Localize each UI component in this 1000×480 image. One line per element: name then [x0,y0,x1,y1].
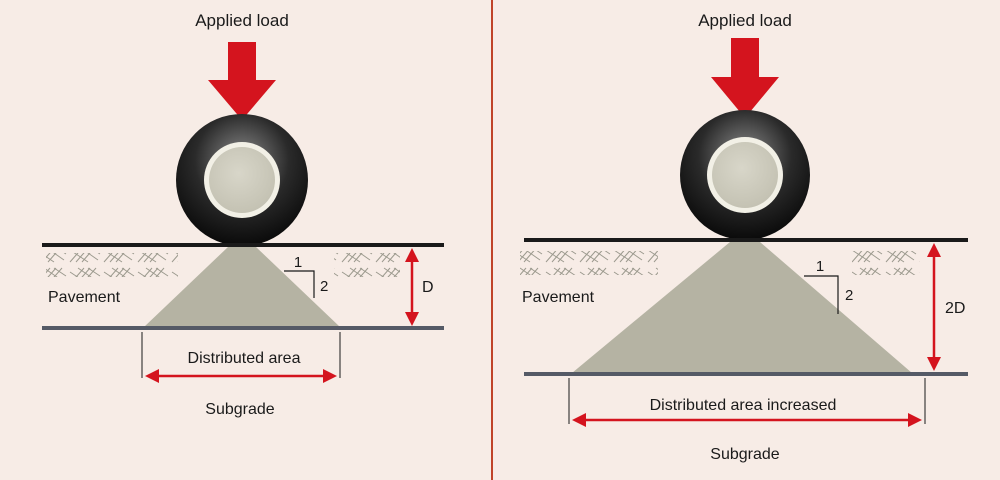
left-load-arrow [208,42,276,120]
right-slope-run: 1 [816,258,824,275]
left-hub [209,147,275,213]
right-pavement-hatch [520,251,658,275]
right-load-arrow [711,38,779,118]
left-slope-indicator [284,270,315,298]
left-area-arrow-head-right [323,369,337,383]
right-pavement-label: Pavement [522,289,595,306]
left-subgrade-label: Subgrade [205,401,274,418]
left-depth-arrow-head-top [405,248,419,262]
left-load-label: Applied load [195,11,289,30]
left-pavement-hatch-right [334,253,400,277]
right-slope-rise: 2 [845,287,853,304]
left-slope-rise: 2 [320,278,328,295]
right-load-distribution-area [572,242,912,373]
right-depth-arrow-head-bottom [927,357,941,371]
right-hub [712,142,778,208]
right-area-arrow-head-right [908,413,922,427]
left-pavement-label: Pavement [48,289,121,306]
left-area-label: Distributed area [188,350,301,367]
right-pavement-hatch-right [852,251,920,275]
left-depth-arrow-head-bottom [405,312,419,326]
left-pavement-hatch [46,253,178,277]
right-area-arrow-head-left [572,413,586,427]
left-panel: Applied load Pavement 1 2 D Distributed … [42,11,444,418]
left-load-distribution-area [144,247,340,327]
right-area-label: Distributed area increased [650,397,837,414]
right-depth-label: 2D [945,300,965,317]
right-panel: Applied load Pavement 1 2 2D Distributed… [520,11,968,463]
left-slope-run: 1 [294,254,302,271]
right-load-label: Applied load [698,11,792,30]
left-area-arrow-head-left [145,369,159,383]
left-depth-label: D [422,279,434,296]
right-depth-arrow-head-top [927,243,941,257]
right-slope-indicator [804,275,839,314]
right-subgrade-label: Subgrade [710,446,779,463]
